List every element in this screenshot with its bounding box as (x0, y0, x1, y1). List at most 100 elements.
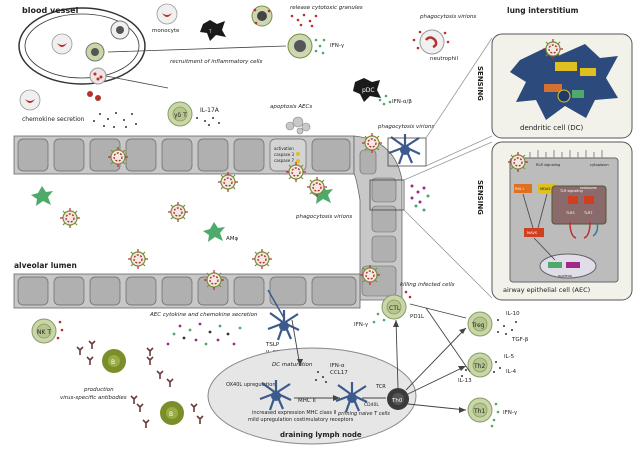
cytoplasm-label: cytoplasm (590, 163, 609, 167)
expression-label-1: increased expression MHC class II (252, 410, 337, 416)
vessel-cells (51, 20, 130, 85)
tgfb-label: TGF-β (511, 337, 529, 343)
svg-text:T: T (208, 29, 212, 34)
th1-label: Th1 (473, 408, 485, 415)
epithelium-top (13, 135, 355, 175)
phago-low-label: phagocytosis virions (295, 214, 352, 220)
tcr-label: TCR (375, 384, 386, 390)
ctl-granules (404, 290, 412, 299)
alveolar-lumen-label: alveolar lumen (14, 261, 77, 270)
sensing-aec-label: SENSING (476, 180, 484, 215)
mhc2-label: MHC II (298, 398, 316, 404)
killing-label: killing infected cells (400, 282, 455, 288)
ifn-ab-label: IFN-α/β (392, 99, 412, 105)
amph-label: AMφ (226, 236, 239, 242)
ifn-gamma-top-label: IFN-γ (330, 43, 345, 49)
release-granules-label: release cytotoxic granules (290, 5, 363, 11)
aec-panel-title: airway epithelial cell (AEC) (503, 286, 590, 294)
dc-panel-title: dendritic cell (DC) (520, 124, 583, 132)
recruited-t-cell (287, 33, 313, 59)
neutrophil-label: neutrophil (430, 56, 459, 62)
rigi-label: RIG-I (515, 187, 524, 191)
gdt-label: γδ T (174, 112, 187, 119)
th0-label: Th0 (391, 398, 403, 404)
treg-label: Treg (471, 322, 485, 329)
alveolar-macrophage (203, 222, 225, 242)
lung-interstitium-label: lung interstitium (507, 6, 579, 15)
th2-cytokines (461, 361, 501, 377)
ifn-alpha-ln-label: IFN-α (330, 363, 345, 369)
mavs-label: MAVS (527, 231, 538, 235)
ln-cytokine-dots (315, 371, 327, 383)
apoptotic-blebs (285, 116, 311, 135)
ifn-gamma-ctl-label: IFN-γ (354, 322, 369, 328)
dc-migration-line (267, 289, 285, 319)
nkt-granules (56, 320, 64, 340)
epithelium-bottom (13, 273, 361, 309)
recruitment-arrow-2 (105, 75, 169, 89)
dc-maturation-label: DC maturation (272, 362, 313, 368)
il4-label: IL-4 (506, 369, 517, 375)
ctl-label: CTL (389, 305, 401, 312)
dc-panel (491, 33, 633, 139)
nucleus-label: nucleus (558, 274, 572, 278)
rlr-label: RLR signaling (536, 163, 560, 167)
aec-secretion-label: AEC cytokine and chemokine secretion (149, 312, 258, 318)
recruitment-arrow-1 (107, 45, 287, 53)
tlr3-label: TLR3 (565, 211, 574, 215)
nk-cell-top (251, 5, 273, 27)
dc-zoom-box (387, 137, 427, 167)
cd40l-label: CD40L (364, 402, 379, 408)
arrows (291, 303, 471, 411)
sensing-dc-label: SENSING (476, 66, 484, 101)
th2-label: Th2 (473, 363, 485, 370)
nkt-label: NK T (37, 329, 51, 336)
phago-mid-label: phagocytosis virions (377, 124, 434, 130)
il5-label: IL-5 (504, 354, 515, 360)
tlr7-label: TLR7 (583, 211, 592, 215)
recruitment-label: recruitment of inflammatory cells (170, 59, 263, 65)
zoom-line-dc-1 (425, 37, 493, 139)
aec-green-dots-right (414, 194, 430, 212)
ctl-ifn-dots (372, 312, 386, 324)
apoptosis-label: apoptosis AECs (270, 104, 312, 110)
chemokine-dots (93, 112, 137, 128)
tslp-label: TSLP (265, 342, 280, 348)
ifn-gamma-th1-label: IFN-γ (503, 410, 518, 416)
caspase7-label: caspase 7 (274, 158, 295, 163)
epithelium-curve (353, 135, 403, 301)
aec-panel (491, 141, 633, 301)
zoom-line-aec-2 (403, 209, 493, 299)
antibodies (76, 340, 204, 429)
blood-vessel-label: blood vessel (22, 6, 79, 15)
mda5-label: MDA5 (540, 187, 551, 191)
phago-top-label: phagocytosis virions (419, 14, 476, 20)
ccl17-label: CCL17 (330, 370, 348, 376)
neutrophil-virions (412, 30, 450, 50)
pd1l-label: PD1L (410, 314, 425, 320)
production-label: production (83, 387, 114, 393)
il13-label: IL-13 (458, 378, 472, 384)
b-cell-1-label: B (111, 359, 115, 366)
monocyte-label: monocyte (152, 28, 180, 34)
aec-cytokine-dots-right (410, 184, 426, 204)
arrow-heads (297, 320, 466, 413)
caspase3-label: caspase 3 (274, 152, 295, 157)
il17a-dots (196, 117, 220, 126)
il10-label: IL-10 (506, 311, 520, 317)
granules (290, 13, 318, 28)
pdc-cell (353, 78, 381, 102)
pdc-label: pDC (362, 87, 375, 94)
neutrophil-cell (419, 29, 445, 55)
aec-zoom-box (369, 179, 405, 211)
activation-label: activation (274, 146, 294, 151)
lymph-node (207, 347, 417, 445)
b-cell-2-label: B (169, 411, 173, 418)
ifn-ab-dots (378, 94, 392, 106)
priming-label: priming naive T cells (337, 411, 390, 417)
treg-cytokines (497, 319, 517, 335)
dark-dc-cell: T (200, 20, 226, 41)
zoom-line-aec-1 (403, 141, 493, 181)
